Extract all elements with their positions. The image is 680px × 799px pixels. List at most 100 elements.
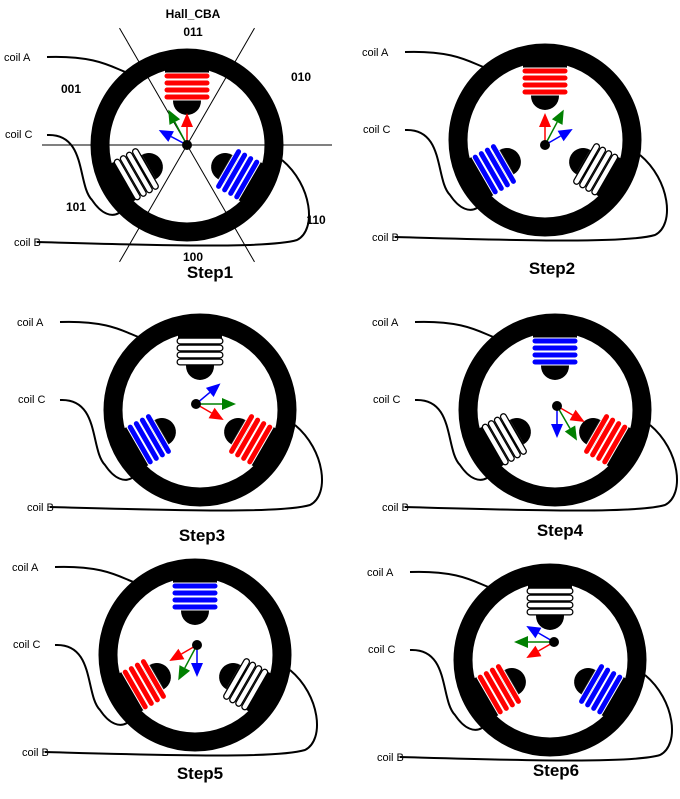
coil-winding — [140, 659, 166, 699]
coil-winding — [127, 424, 153, 465]
pole-base — [523, 60, 567, 68]
coil-winding — [580, 147, 605, 188]
coil-b — [211, 147, 268, 205]
pole-base — [178, 330, 222, 338]
coil-c — [114, 657, 171, 715]
stator-ring — [448, 43, 642, 237]
hall-sector-code: 010 — [291, 70, 311, 84]
green-vector-arrowhead — [514, 636, 528, 648]
hall-sector-code: 100 — [183, 250, 203, 264]
coil-c-label: coil C — [363, 124, 391, 136]
coil-b — [219, 658, 276, 715]
pole-shoe — [579, 418, 601, 445]
rotor-dot — [192, 640, 202, 650]
hall-title: Hall_CBA — [166, 7, 221, 21]
green-vector-arrowhead — [222, 398, 236, 410]
coil-a — [170, 575, 220, 625]
coil-b — [574, 662, 631, 720]
step-title: Step6 — [533, 761, 579, 780]
rotor-dot — [191, 399, 201, 409]
coil-b — [569, 143, 626, 200]
coil-winding — [596, 421, 622, 461]
blue-vector-arrowhead — [205, 383, 221, 398]
coil-a — [530, 330, 580, 380]
red-vector-arrowhead — [569, 409, 585, 422]
coil-wire-a — [54, 565, 146, 586]
coil-winding — [114, 159, 140, 200]
pole-shoe — [224, 418, 246, 445]
coil-c-label: coil C — [373, 394, 401, 406]
pole-shoe — [186, 366, 214, 380]
coil-b — [224, 412, 281, 470]
pole-base — [251, 426, 281, 470]
coil-c — [119, 412, 176, 470]
pole-shoe — [211, 153, 233, 180]
field-vectors — [169, 640, 203, 681]
pole-base — [165, 65, 209, 73]
pole-shoe — [219, 663, 241, 690]
red-vector-arrowhead — [169, 648, 185, 661]
coil-b — [579, 412, 636, 470]
coil-winding — [230, 662, 255, 703]
coil-c-label: coil C — [5, 129, 33, 141]
step-panel-4: coil A coil C coil B — [372, 313, 678, 514]
coil-winding — [127, 152, 152, 193]
coil-winding — [128, 666, 154, 706]
coil-a-label: coil A — [372, 317, 399, 329]
coil-c — [464, 142, 521, 200]
coil-winding — [228, 156, 254, 196]
coil-wire-b — [394, 154, 668, 242]
coil-wire-a — [46, 55, 138, 76]
pole-base — [474, 426, 504, 470]
coil-wire-c — [59, 398, 133, 481]
pole-base — [464, 156, 494, 200]
coil-b-label: coil B — [14, 237, 41, 249]
coil-wire-c — [414, 398, 488, 481]
coil-wire-b — [44, 669, 318, 757]
red-vector-arrowhead — [526, 645, 542, 658]
red-vector-arrowhead — [539, 113, 551, 127]
hall-sector-code: 101 — [66, 200, 86, 214]
pole-shoe — [499, 148, 521, 175]
coil-winding — [489, 421, 514, 461]
coil-wire-a — [414, 320, 506, 341]
coil-c — [474, 413, 531, 470]
stator-ring — [453, 563, 647, 757]
coil-a-label: coil A — [17, 317, 44, 329]
pole-shoe — [141, 153, 163, 180]
blue-vector-arrowhead — [526, 626, 542, 639]
coil-winding — [586, 151, 611, 191]
step-title: Step4 — [537, 521, 584, 540]
coil-winding — [134, 662, 160, 703]
stator-ring — [103, 313, 297, 507]
coil-winding — [585, 667, 611, 708]
coil-winding — [597, 674, 623, 715]
coil-b-label: coil B — [382, 502, 409, 514]
coil-wire-c — [46, 133, 120, 216]
pole-shoe — [181, 611, 209, 625]
pole-shoe — [154, 418, 176, 445]
pole-base — [238, 161, 268, 205]
coil-b-label: coil B — [27, 502, 54, 514]
coil-winding — [242, 669, 268, 710]
coil-winding — [224, 659, 249, 699]
coil-wire-a — [404, 50, 496, 71]
field-vectors — [539, 109, 573, 150]
coil-wire-c — [404, 128, 478, 211]
coil-c-label: coil C — [368, 644, 396, 656]
step-title: Step1 — [187, 263, 233, 282]
coil-winding — [247, 424, 273, 465]
coil-winding — [602, 424, 628, 465]
coil-wire-b — [404, 424, 678, 512]
coil-winding — [591, 671, 617, 711]
coil-winding — [584, 414, 610, 454]
rotor-dot — [182, 140, 192, 150]
coil-winding — [483, 671, 509, 711]
coil-a — [162, 65, 212, 115]
coil-winding — [133, 149, 158, 189]
pole-shoe — [574, 668, 596, 695]
stator-ring — [90, 48, 284, 242]
coil-winding — [222, 152, 248, 193]
